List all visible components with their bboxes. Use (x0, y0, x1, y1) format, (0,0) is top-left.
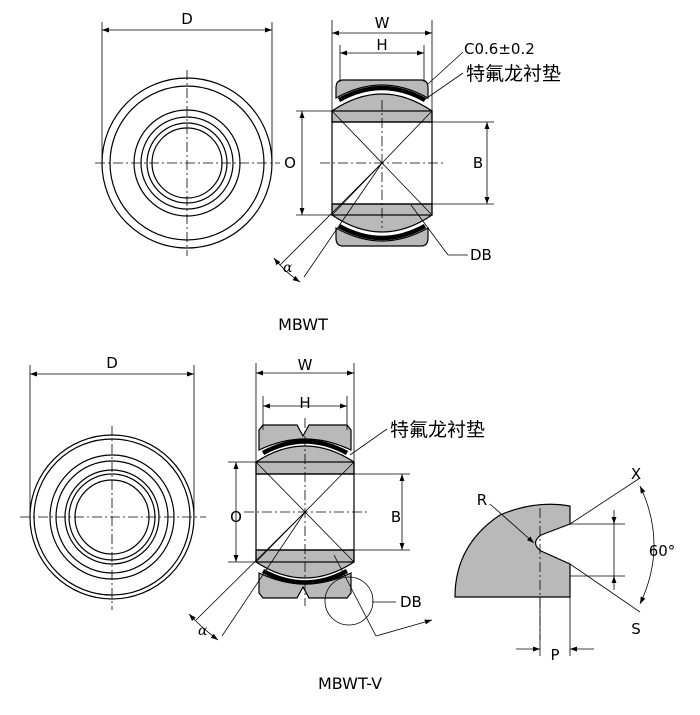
detail-p-label: P (550, 646, 559, 664)
outer-ring-bottom (335, 226, 429, 247)
bottom-dim-d-label: D (106, 354, 118, 372)
bottom-dim-b-label: B (391, 508, 401, 526)
bottom-caption: MBWT-V (318, 674, 382, 693)
detail-r-label: R (477, 491, 487, 509)
bottom-dim-h-label: H (299, 394, 310, 412)
outer-ring-top (335, 79, 429, 100)
detail-s-label: S (631, 620, 641, 638)
top-alpha-label: α (283, 260, 293, 276)
top-dim-d-label: D (181, 10, 193, 28)
top-dim-w-label: W (375, 14, 390, 32)
top-dim-h-label: H (376, 36, 387, 54)
top-liner-label: 特氟龙衬垫 (466, 63, 561, 85)
mbwt-section-view (273, 20, 494, 283)
top-dim-b-label: B (473, 154, 483, 172)
mbwt-v-section-view (188, 363, 433, 641)
top-caption: MBWT (278, 315, 328, 334)
detail-angle-label: 60° (649, 542, 676, 560)
bottom-dim-o-label: O (230, 508, 242, 526)
bottom-db-label: DB (400, 593, 422, 611)
top-chamfer-label: C0.6±0.2 (464, 40, 535, 58)
ptfe-liner-top (337, 85, 427, 102)
detail-x-label: X (631, 465, 641, 483)
bottom-alpha-label: α (198, 623, 208, 639)
ptfe-liner-bottom (337, 224, 427, 241)
mbwt-v-front-view (20, 365, 206, 610)
top-db-label: DB (470, 246, 492, 264)
groove-detail-view (454, 477, 655, 656)
groove-section (454, 503, 571, 598)
bottom-dim-w-label: W (298, 356, 313, 374)
top-dim-o-label: O (284, 154, 296, 172)
mbwt-front-view (95, 22, 280, 256)
bottom-liner-label: 特氟龙衬垫 (390, 419, 485, 441)
